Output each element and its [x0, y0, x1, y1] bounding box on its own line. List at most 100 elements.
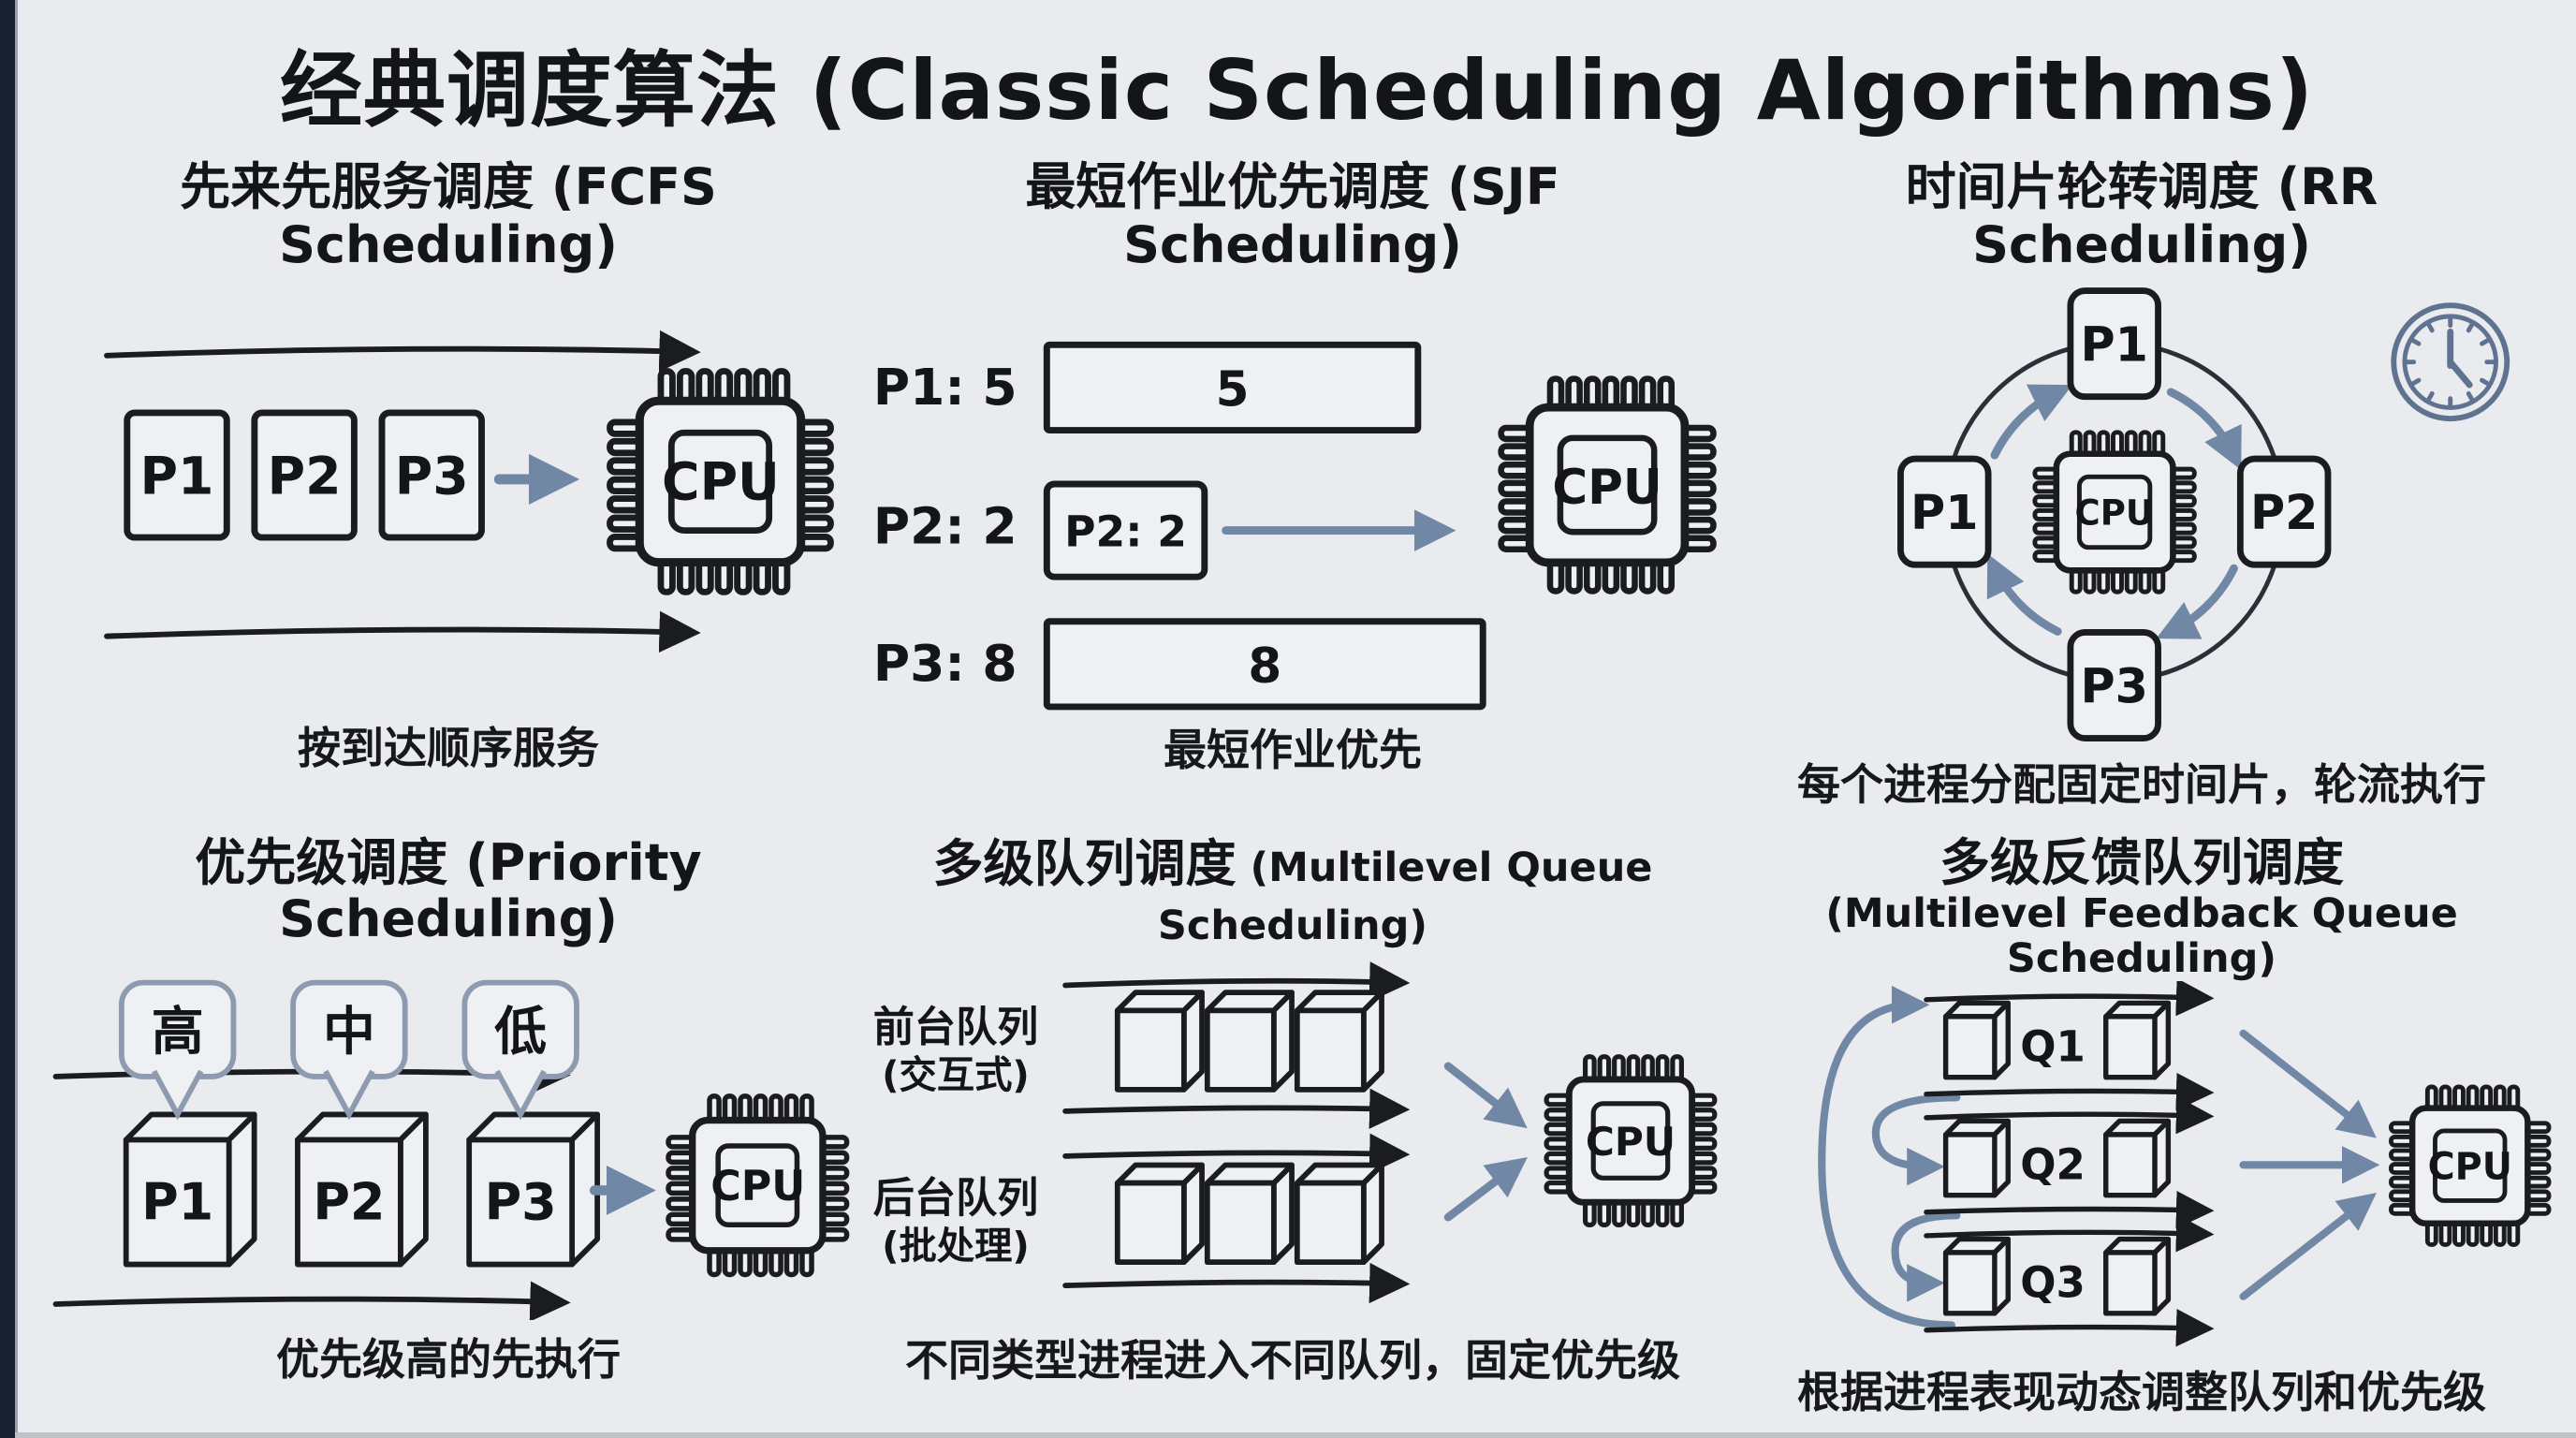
mlfq-queue-label: Q3 [2020, 1258, 2086, 1308]
priority-heading-en: (Priority Scheduling) [279, 832, 702, 949]
priority-heading: 优先级调度 (Priority Scheduling) [42, 832, 855, 949]
mlfq-process-cube [1942, 1001, 2011, 1080]
mlq-process-cube [1114, 1162, 1205, 1265]
page-title: 经典调度算法 (Classic Scheduling Algorithms) [279, 42, 2315, 139]
fcfs-heading-en: (FCFS Scheduling) [279, 157, 717, 275]
screen-edge-strip [0, 0, 18, 1438]
rr-heading: 时间片轮转调度 (RR Scheduling) [1731, 157, 2553, 275]
rr-rotate-arrow-3 [1986, 553, 2062, 637]
mlfq-queue-label: Q2 [2020, 1140, 2086, 1190]
priority-tag-label: 高 [152, 1002, 204, 1063]
mlq-heading-en: (Multilevel Queue Scheduling) [1157, 844, 1653, 949]
mlq-queue-label-line2: (交互式) [882, 1053, 1030, 1097]
fcfs-queue-arrow-top [104, 330, 701, 373]
sjf-row-label: P1: 5 [873, 358, 1017, 417]
sjf-selected-job-box [1043, 480, 1208, 580]
fcfs-process-box-p1: P1 [124, 409, 230, 541]
rr-heading-en: (RR Scheduling) [1972, 157, 2378, 275]
mlq-diagram: 前台队列 (交互式) 后台队列 (批处理) [873, 961, 1720, 1303]
mlfq-caption: 根据进程表现动态调整队列和优先级 [1797, 1366, 2486, 1417]
rr-diagram: CPU P1 P2 P3 P1 [1897, 287, 2510, 742]
fcfs-process-label: P3 [395, 448, 469, 507]
poster: 经典调度算法 (Classic Scheduling Algorithms) 先… [18, 0, 2576, 1432]
mlfq-queue-arrow [1924, 1309, 2215, 1347]
sjf-row-p1: P1: 5 5 [873, 342, 1422, 434]
rr-process-label: P3 [2080, 659, 2147, 714]
mlq-queue-arrow [1062, 961, 1411, 1003]
mlq-queue-arrow [1062, 1133, 1411, 1174]
sjf-bar-value: P2: 2 [1064, 507, 1187, 557]
fcfs-diagram: P1 P2 P3 CPU [104, 330, 855, 653]
mlq-heading-zh: 多级队列调度 [932, 833, 1237, 893]
mlfq-dispatch-arrow-q3 [2239, 1193, 2377, 1301]
mlq-dispatch-arrow-top [1443, 1062, 1528, 1128]
sjf-burst-bar [1043, 618, 1486, 711]
priority-process-label: P2 [313, 1172, 385, 1231]
rr-process-box-left: P1 [1897, 455, 1992, 568]
sjf-row-p3: P3: 8 8 [873, 618, 1486, 711]
priority-cube-p3: P3 [466, 1111, 601, 1267]
mlq-process-cube [1294, 990, 1384, 1093]
sjf-bar-value: 5 [1216, 362, 1250, 418]
priority-tag-medium: 中 [290, 979, 408, 1121]
clock-icon [2391, 302, 2510, 422]
panel-mlq: 多级队列调度 (Multilevel Queue Scheduling) 前台队… [866, 833, 1720, 1420]
rr-process-label: P2 [2250, 485, 2318, 540]
rr-process-box-top: P1 [2067, 287, 2161, 401]
priority-cube-p2: P2 [295, 1111, 429, 1267]
fcfs-process-box-p2: P2 [251, 409, 358, 541]
sjf-row-label: P3: 8 [873, 634, 1017, 693]
rr-heading-zh: 时间片轮转调度 [1905, 157, 2260, 216]
mlfq-promote-loop [1818, 986, 1955, 1329]
mlfq-diagram: Q1 Q2 Q3 [1818, 981, 2553, 1347]
fcfs-heading: 先来先服务调度 (FCFS Scheduling) [42, 157, 855, 275]
mlq-dispatch-arrow-bottom [1443, 1156, 1528, 1222]
mlfq-cpu-label: CPU [2428, 1146, 2512, 1189]
panel-rr: 时间片轮转调度 (RR Scheduling) CPU P1 P2 [1731, 157, 2553, 813]
mlfq-queue-arrow [1924, 1191, 2215, 1229]
mlq-queue-label-line1: 后台队列 [873, 1174, 1039, 1222]
rr-caption: 每个进程分配固定时间片，轮流执行 [1797, 758, 2486, 810]
priority-tag-low: 低 [461, 979, 579, 1121]
priority-cpu-label: CPU [710, 1163, 805, 1211]
priority-cube-p1: P1 [123, 1111, 257, 1267]
mlfq-queue-arrow [1924, 1096, 2215, 1135]
sjf-burst-bar [1043, 342, 1422, 434]
rr-process-label: P1 [2080, 317, 2147, 373]
rr-process-box-bottom: P3 [2067, 629, 2161, 742]
priority-tag-label: 低 [494, 1002, 547, 1063]
mlq-process-cube [1294, 1162, 1384, 1265]
fcfs-process-label: P1 [140, 448, 214, 507]
mlq-process-cube [1204, 1162, 1295, 1265]
fcfs-process-label: P2 [268, 448, 342, 507]
mlfq-process-cube [2103, 1119, 2172, 1198]
mlq-caption: 不同类型进程进入不同队列，固定优先级 [905, 1335, 1680, 1387]
fcfs-queue-arrow-bottom [104, 610, 701, 653]
fcfs-caption: 按到达顺序服务 [298, 722, 599, 773]
mlfq-queue-q2: Q2 [1924, 1096, 2215, 1229]
mlfq-queue-arrow [1924, 981, 2215, 1017]
sjf-bar-value: 8 [1248, 638, 1281, 695]
mlq-foreground-queue: 前台队列 (交互式) [873, 961, 1411, 1129]
mlfq-heading-line1: 多级反馈队列调度 [1939, 832, 2344, 892]
mlfq-dispatch-arrow-q1 [2239, 1030, 2377, 1138]
mlq-process-cube [1114, 990, 1205, 1093]
panel-sjf: 最短作业优先调度 (SJF Scheduling) P1: 5 5 P2: 2 … [866, 157, 1720, 813]
rr-rotate-arrow-2 [2156, 564, 2238, 639]
mlfq-demote-loop-1 [1871, 1093, 1961, 1186]
panel-fcfs: 先来先服务调度 (FCFS Scheduling) P1 P2 P3 [42, 157, 855, 813]
mlq-heading: 多级队列调度 (Multilevel Queue Scheduling) [866, 833, 1720, 951]
rr-cpu-label: CPU [2074, 492, 2153, 533]
mlq-background-queue: 后台队列 (批处理) [873, 1133, 1411, 1303]
panel-priority: 优先级调度 (Priority Scheduling) P1 P2 [42, 832, 855, 1420]
rr-rotate-arrow-4 [1990, 384, 2073, 460]
sjf-heading: 最短作业优先调度 (SJF Scheduling) [866, 157, 1720, 274]
rr-process-box-right: P2 [2236, 455, 2332, 568]
mlq-process-cube [1204, 990, 1295, 1093]
rr-rotate-arrow-1 [2166, 388, 2242, 471]
fcfs-process-box-p3: P3 [378, 409, 485, 541]
mlfq-heading-line2: (Multilevel Feedback Queue Scheduling) [1825, 890, 2458, 983]
mlq-queue-arrow [1062, 1088, 1411, 1129]
mlfq-process-cube [2103, 1001, 2172, 1080]
bottom-edge-strip [15, 1432, 2576, 1438]
